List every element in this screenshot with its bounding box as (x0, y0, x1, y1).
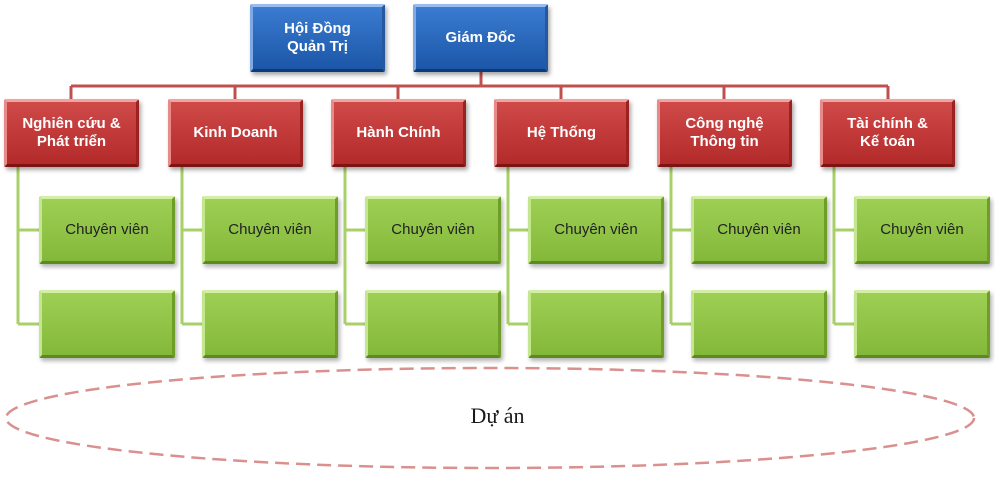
staff-connector (669, 166, 692, 326)
project-label: Dự án (470, 403, 525, 428)
staff-box-empty[interactable] (691, 290, 827, 358)
staff-connector (506, 166, 529, 326)
department-it-box[interactable]: Công nghệ Thông tin (657, 99, 792, 167)
staff-box[interactable]: Chuyên viên (39, 196, 175, 264)
staff-label: Chuyên viên (391, 221, 475, 238)
board-of-directors-label: Hội Đồng Quản Trị (284, 20, 351, 55)
department-label: Tài chính & Kế toán (847, 115, 928, 150)
staff-box[interactable]: Chuyên viên (854, 196, 990, 264)
department-sales-box[interactable]: Kinh Doanh (168, 99, 303, 167)
staff-label: Chuyên viên (880, 221, 964, 238)
staff-label: Chuyên viên (65, 221, 149, 238)
staff-box[interactable]: Chuyên viên (365, 196, 501, 264)
staff-box-empty[interactable] (365, 290, 501, 358)
director-box[interactable]: Giám Đốc (413, 4, 548, 72)
department-label: Nghiên cứu & Phát triển (22, 115, 121, 150)
staff-connector (16, 166, 40, 326)
staff-connector (832, 166, 855, 326)
department-rnd-box[interactable]: Nghiên cứu & Phát triển (4, 99, 139, 167)
director-label: Giám Đốc (445, 29, 516, 46)
department-label: Hệ Thống (526, 124, 597, 141)
staff-label: Chuyên viên (554, 221, 638, 238)
department-label: Hành Chính (356, 124, 441, 141)
staff-label: Chuyên viên (717, 221, 801, 238)
staff-box-empty[interactable] (854, 290, 990, 358)
department-finance-box[interactable]: Tài chính & Kế toán (820, 99, 955, 167)
staff-box[interactable]: Chuyên viên (202, 196, 338, 264)
department-systems-box[interactable]: Hệ Thống (494, 99, 629, 167)
department-administration-box[interactable]: Hành Chính (331, 99, 466, 167)
staff-connector (343, 166, 366, 326)
department-label: Kinh Doanh (193, 124, 278, 141)
staff-label: Chuyên viên (228, 221, 312, 238)
board-of-directors-box[interactable]: Hội Đồng Quản Trị (250, 4, 385, 72)
staff-box[interactable]: Chuyên viên (691, 196, 827, 264)
staff-box-empty[interactable] (528, 290, 664, 358)
staff-box[interactable]: Chuyên viên (528, 196, 664, 264)
department-label: Công nghệ Thông tin (685, 115, 764, 150)
project-ellipse (4, 366, 976, 470)
staff-box-empty[interactable] (202, 290, 338, 358)
staff-box-empty[interactable] (39, 290, 175, 358)
staff-connector (180, 166, 203, 326)
